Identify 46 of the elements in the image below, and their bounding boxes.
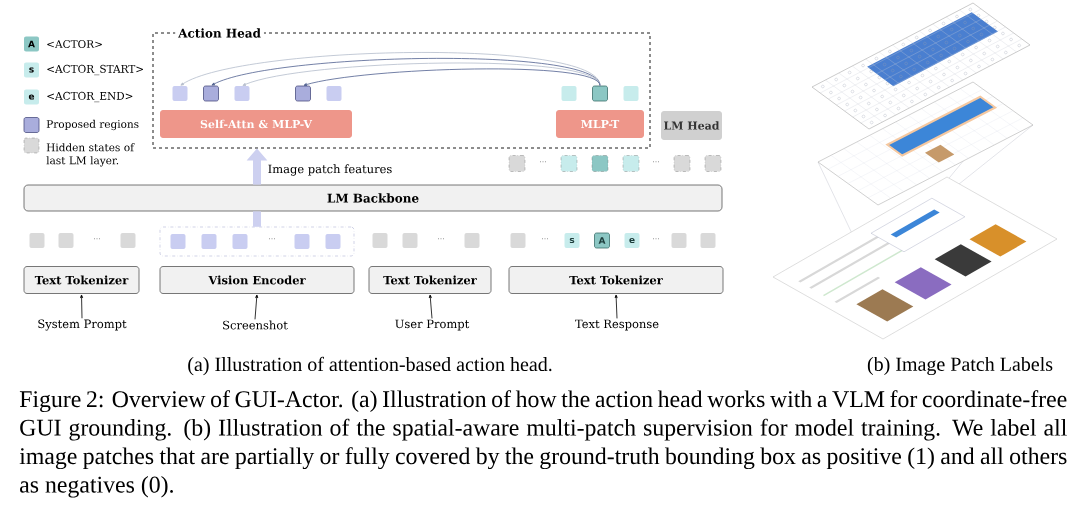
swatch-letter: e [28,94,35,100]
legend-text: Proposed regions [46,119,139,131]
input-label: System Prompt [38,319,127,331]
ellipsis: ··· [540,161,546,163]
module-box: Self-Attn & MLP-V [160,110,352,138]
legend-text: Hidden states of last LM layer. [46,143,135,167]
subcaption: (b) Image Patch Labels [867,356,1053,376]
hidden-state-square [673,155,691,172]
edge-label: Image patch features [266,163,394,177]
ellipsis: ··· [269,238,275,240]
legend-text: <ACTOR_END> [47,91,133,103]
arrow [614,294,618,319]
swatch-letter: A [28,40,35,48]
legend-text: <ACTOR> [47,40,102,48]
arrow [303,68,601,86]
module-box: MLP-T [556,110,644,138]
ellipsis: ··· [542,238,548,240]
input-label: Text Response [575,319,659,331]
hidden-state-square [622,155,640,172]
arrow [211,58,601,86]
swatch-letter: s [29,67,34,73]
ellipsis: ··· [653,238,659,240]
arrow [80,294,84,319]
encoder-box: Vision Encoder [159,266,355,294]
encoder-box: Text Tokenizer [508,266,724,294]
encoder-box: Text Tokenizer [23,266,140,294]
subcaption: (a) Illustration of attention-based action head. [188,356,552,376]
arrow [180,52,601,86]
arrow [428,294,433,319]
legend-text: <ACTOR_START> [47,64,143,76]
module-box: LM Head [661,111,722,140]
ellipsis: ··· [438,238,444,240]
ellipsis: ··· [94,238,100,240]
input-label: Screenshot [223,320,288,330]
backbone-bar: LM Backbone [23,184,723,212]
ellipsis: ··· [653,161,659,163]
encoder-box: Text Tokenizer [368,266,492,294]
hidden-state-square [560,155,578,172]
figure-caption: Figure 2: Overview of GUI-Actor. (a) Illustration of how the action head works with a VLM for coordinate-free GUI grounding. (b) Illustration of the spatial-aware multi-patch supervision for model training. We label all image patches that are partially or fully covered by the ground-truth bounding box as positive (1) and all others as negatives (0). [19,390,1067,498]
input-label: User Prompt [395,319,470,331]
hidden-state-square [704,155,722,172]
arrow [254,294,259,320]
hidden-state-square [508,155,526,172]
hidden-state-square [591,155,609,172]
arrow [242,62,601,86]
patch-group-frame [159,226,355,257]
